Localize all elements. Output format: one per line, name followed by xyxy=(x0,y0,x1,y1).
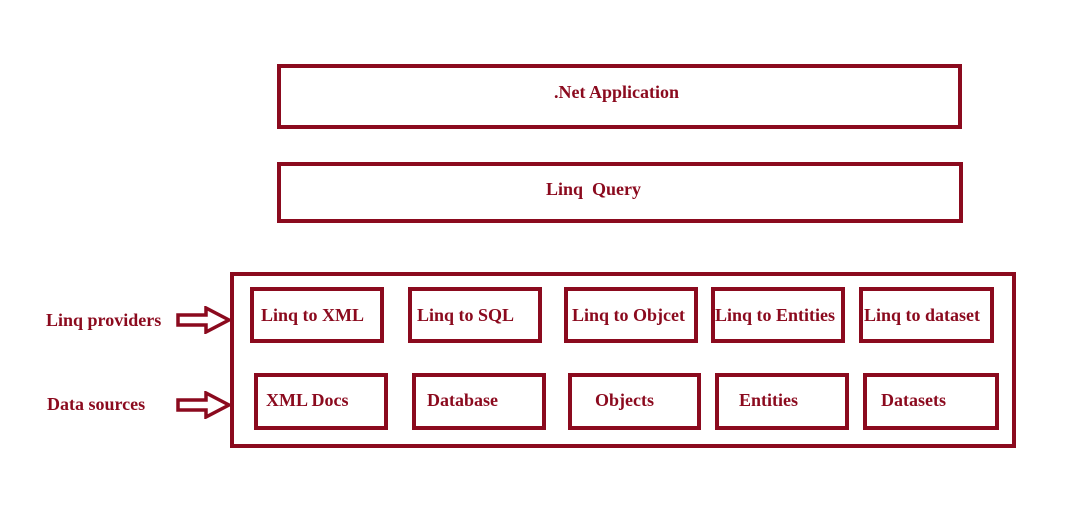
right-arrow-icon xyxy=(176,391,232,419)
data-source-label: Database xyxy=(427,390,498,410)
provider-box-linq-to-entities: Linq to Entities xyxy=(711,287,845,343)
provider-label: Linq to XML xyxy=(261,305,365,325)
provider-box-linq-to-xml: Linq to XML xyxy=(250,287,384,343)
provider-box-linq-to-objects: Linq to Objcet xyxy=(564,287,698,343)
data-source-label: Datasets xyxy=(881,390,946,410)
provider-box-linq-to-sql: Linq to SQL xyxy=(408,287,542,343)
data-source-label: Objects xyxy=(595,390,654,410)
data-source-label: Entities xyxy=(739,390,799,410)
linq-query-label: Linq Query xyxy=(546,179,642,199)
provider-box-linq-to-dataset: Linq to dataset xyxy=(859,287,994,343)
data-source-box-datasets: Datasets xyxy=(863,373,999,430)
linq-query-box: Linq Query xyxy=(277,162,963,223)
data-sources-label: Data sources xyxy=(47,394,146,414)
provider-label: Linq to SQL xyxy=(417,305,515,325)
data-source-box-database: Database xyxy=(412,373,546,430)
provider-label: Linq to dataset xyxy=(864,305,981,325)
net-application-label: .Net Application xyxy=(554,82,680,102)
data-source-label: XML Docs xyxy=(266,390,349,410)
data-source-box-xml-docs: XML Docs xyxy=(254,373,388,430)
right-arrow-icon xyxy=(176,306,232,334)
net-application-box: .Net Application xyxy=(277,64,962,129)
linq-providers-label: Linq providers xyxy=(46,310,162,330)
data-source-box-entities: Entities xyxy=(715,373,849,430)
provider-label: Linq to Objcet xyxy=(572,305,686,325)
provider-label: Linq to Entities xyxy=(715,305,836,325)
data-source-box-objects: Objects xyxy=(568,373,701,430)
